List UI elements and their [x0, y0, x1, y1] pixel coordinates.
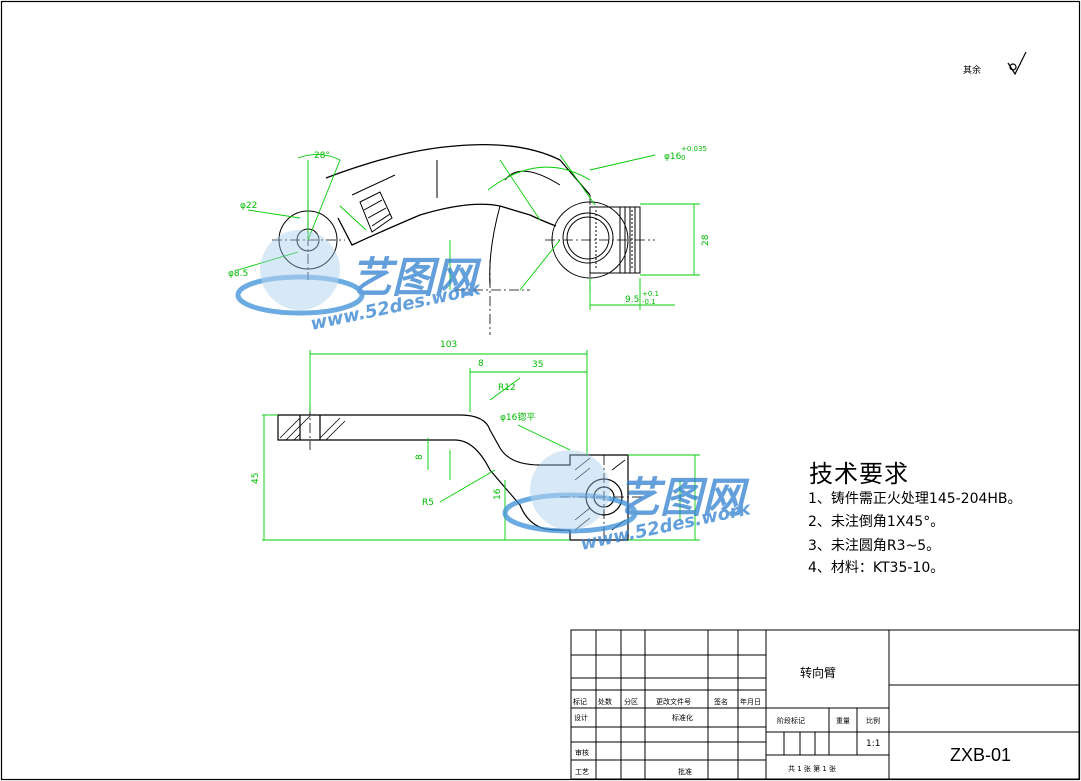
- dim-r-12: R12: [498, 383, 516, 393]
- tb-label: 更改文件号: [656, 698, 691, 706]
- sheet-info: 共 1 张 第 1 张: [788, 765, 837, 773]
- dim-angle-28: 28°: [314, 151, 330, 161]
- tb-label: 重量: [836, 717, 850, 725]
- tb-label: 分区: [624, 698, 638, 706]
- dim-len-28: 28: [701, 234, 711, 246]
- dim-len-45: 45: [251, 473, 261, 484]
- dim-len-16: 16: [493, 488, 503, 500]
- dim-dia-16-tol-low: 0: [681, 154, 685, 162]
- tb-label: 比例: [866, 717, 880, 725]
- tb-label: 标准化: [672, 714, 693, 722]
- dim-len-8-small: 8: [415, 454, 425, 460]
- watermark-brand-1: 艺图网: [350, 253, 482, 302]
- top-view-dimensions: [237, 154, 700, 310]
- drawing-number: ZXB-01: [950, 745, 1012, 765]
- dim-len-103: 103: [440, 340, 457, 350]
- requirement-item: 4、材料：KT35-10。: [808, 560, 945, 576]
- title-block: [570, 629, 1080, 780]
- dim-len-9-5-tol: +0.1: [642, 290, 659, 298]
- dim-dia-16: φ16: [664, 152, 682, 162]
- tb-label: 工艺: [575, 768, 589, 776]
- tb-label: 处数: [598, 698, 612, 706]
- dim-dia-8-5: φ8.5: [228, 269, 248, 279]
- watermark-brand-2: 艺图网: [618, 473, 750, 522]
- dim-dia-22: φ22: [240, 201, 257, 211]
- front-view-dimension-text: 103 8 35 R12 φ16锪平 R5 45 8 16: [251, 340, 543, 508]
- tb-label: 批准: [678, 768, 692, 776]
- dim-r-5: R5: [422, 498, 434, 508]
- requirement-item: 3、未注圆角R3~5。: [808, 538, 941, 554]
- dim-len-35: 35: [532, 360, 543, 370]
- watermark-logo-1: 艺图网 www.52des.work: [235, 230, 483, 335]
- tb-label: 阶段标记: [777, 717, 805, 725]
- front-view-dimensions: [262, 350, 700, 541]
- roughness-symbol-icon: [1007, 51, 1027, 76]
- dim-len-8: 8: [478, 359, 484, 369]
- dim-len-9-5: 9.5: [625, 295, 639, 305]
- dim-dia-16-hole: φ16锪平: [500, 411, 535, 423]
- tb-label: 设计: [574, 714, 588, 722]
- top-view-dimension-text: 28° φ22 φ8.5 φ16 +0.035 0 28 9.5 +0.1 -0…: [228, 145, 711, 306]
- technical-requirements-title: 技术要求: [809, 460, 909, 488]
- tb-label: 签名: [714, 698, 728, 706]
- tb-label: 年月日: [740, 698, 761, 706]
- dim-dia-16-tol: +0.035: [681, 145, 707, 153]
- requirement-item: 1、铸件需正火处理145-204HB。: [808, 491, 1022, 507]
- roughness-label: 其余: [963, 66, 982, 76]
- tb-label: 审核: [575, 749, 589, 757]
- watermark-logo-2: 艺图网 www.52des.work: [502, 450, 753, 555]
- dim-len-9-5-tol-low: -0.1: [642, 298, 656, 306]
- scale-value: 1:1: [866, 739, 881, 749]
- tb-label: 标记: [573, 698, 587, 706]
- part-name: 转向臂: [800, 666, 837, 680]
- requirement-item: 2、未注倒角1X45°。: [808, 514, 945, 530]
